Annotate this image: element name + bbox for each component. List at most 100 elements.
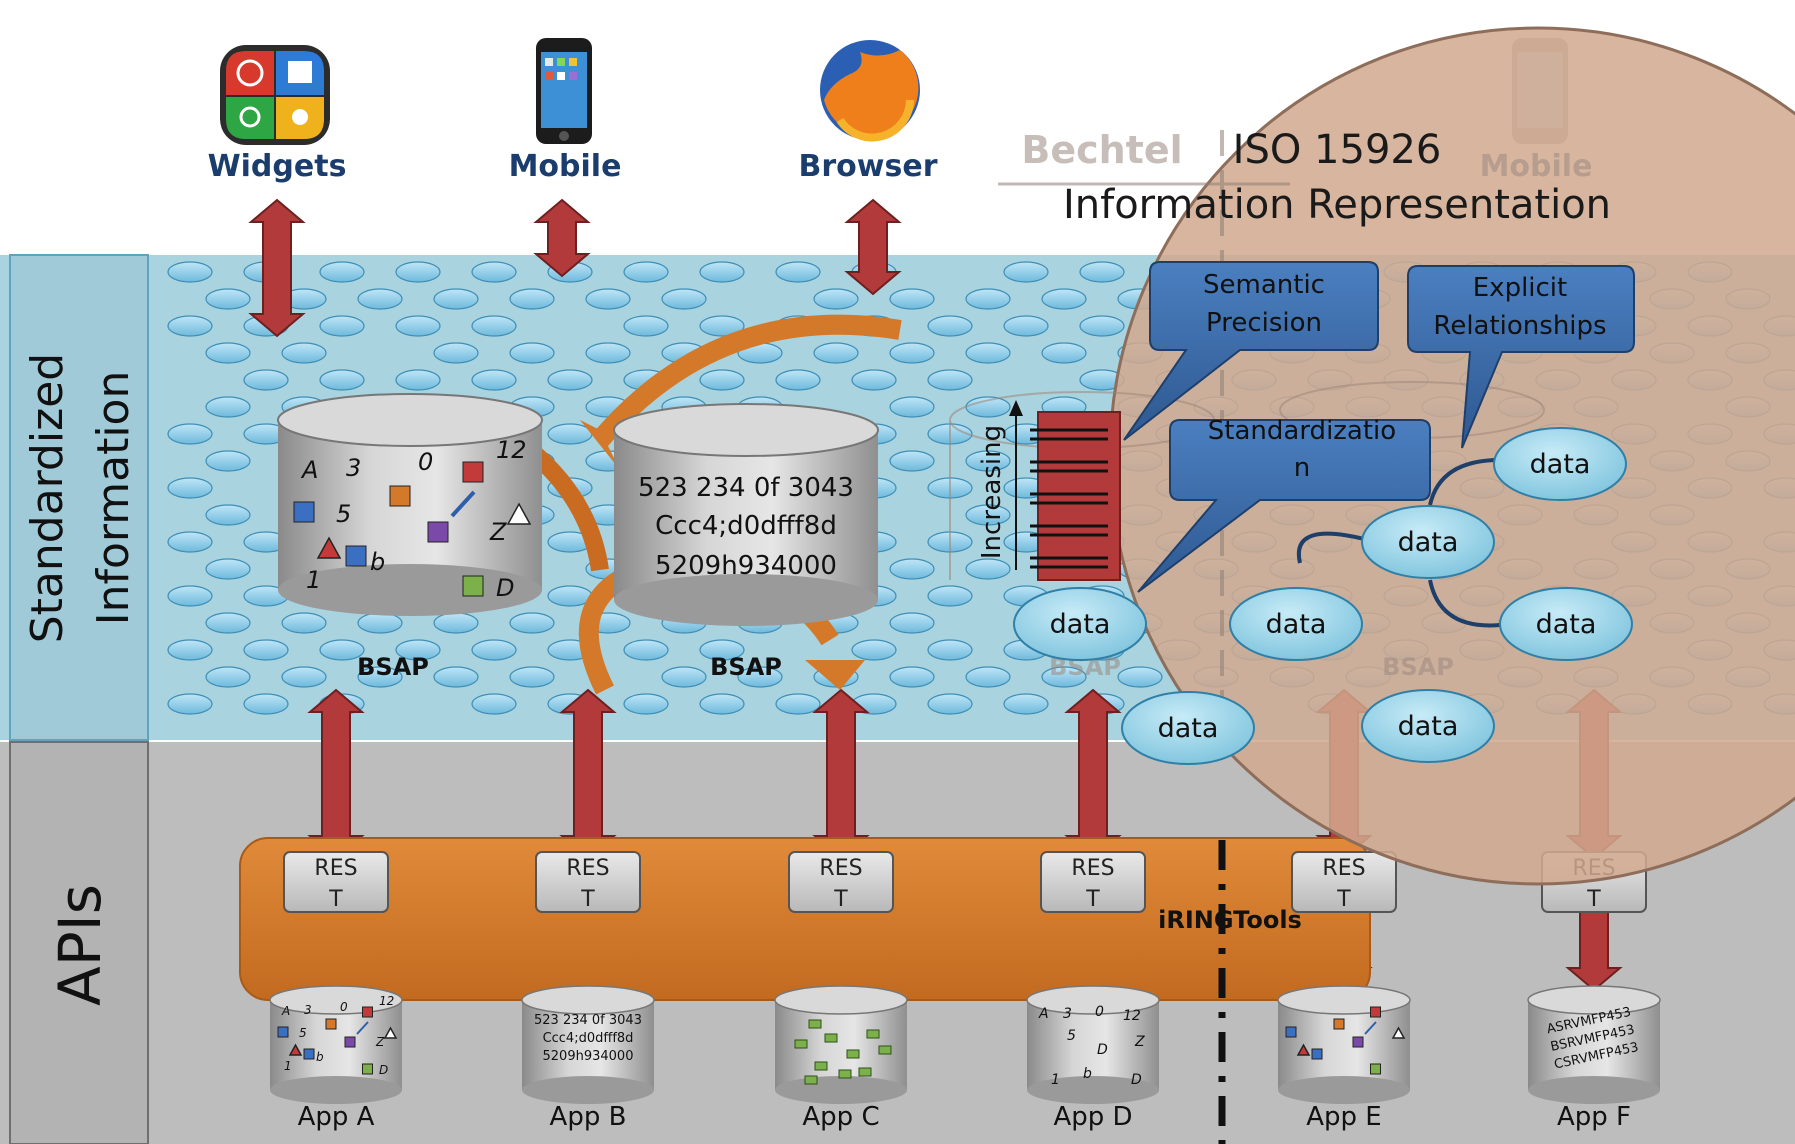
data-node-shape <box>1499 587 1633 661</box>
data-node-shape <box>1229 587 1363 661</box>
rest-label-line1: RES <box>1322 856 1365 881</box>
rest-label-line2: T <box>1586 887 1601 912</box>
data-node: data <box>1499 587 1633 661</box>
apis-label: APIs <box>46 884 114 1006</box>
app-label: App A <box>298 1102 375 1132</box>
double-arrow <box>844 198 902 296</box>
rest-label-line2: T <box>328 887 343 912</box>
bubble <box>699 315 745 337</box>
app-db-bottom <box>1528 1076 1660 1104</box>
callout-semantic-line2: Precision <box>1206 308 1322 338</box>
bubble <box>965 666 1011 688</box>
symbol-shape <box>362 1006 373 1018</box>
callout-standard-line2: n <box>1294 453 1310 483</box>
rest-label-line2: T <box>1085 887 1100 912</box>
db-text-line-2: Ccc4;d0dfff8d <box>655 511 837 541</box>
bubble <box>205 558 251 580</box>
bubble <box>585 288 631 310</box>
double-arrow-shape <box>533 198 591 278</box>
symbol-shape <box>277 1026 289 1038</box>
app-db-bottom <box>270 1076 402 1104</box>
bubble <box>167 261 213 283</box>
data-node-label: data <box>1158 713 1219 744</box>
bubble <box>889 396 935 418</box>
bubble <box>471 639 517 661</box>
double-arrow <box>248 198 306 338</box>
bubble <box>243 369 289 391</box>
bubble <box>661 288 707 310</box>
symbol-glyph: A <box>300 456 318 484</box>
symbol-glyph: D <box>379 1063 388 1077</box>
bubble <box>623 315 669 337</box>
app-db-glyph: D <box>1097 1042 1108 1058</box>
bubble <box>927 693 973 715</box>
double-arrow-shape <box>248 198 306 338</box>
data-node-shape <box>1361 505 1495 579</box>
symbol-shape <box>288 1043 303 1056</box>
increasing-arrow-head <box>1009 400 1023 416</box>
app-db-glyph: b <box>1083 1066 1092 1082</box>
bubble <box>471 693 517 715</box>
bubble <box>965 558 1011 580</box>
rest-label-line2: T <box>833 887 848 912</box>
symbol-shape <box>362 1063 373 1075</box>
bubble <box>927 315 973 337</box>
app-db-top <box>1277 985 1411 1015</box>
bubble <box>395 639 441 661</box>
bubble <box>205 450 251 472</box>
app-label: App B <box>550 1102 627 1132</box>
symbol-shape <box>1296 1043 1311 1056</box>
increasing-indicator: Increasing <box>977 400 1121 581</box>
bubble <box>205 288 251 310</box>
app-db-glyph: 5 <box>1067 1028 1076 1044</box>
symbol-glyph: b <box>370 548 385 576</box>
symbol-shape <box>1370 1006 1381 1018</box>
data-node: data <box>1121 691 1255 765</box>
symbol-shape <box>1370 1063 1381 1075</box>
app-db-body <box>270 1000 402 1090</box>
bubble <box>1041 342 1087 364</box>
bubble <box>205 666 251 688</box>
callout-standard-line1: Standardizatio <box>1208 416 1396 446</box>
symbol-shape <box>1285 1026 1297 1038</box>
data-node-label: data <box>1536 609 1597 640</box>
bubble <box>1079 315 1125 337</box>
iringtools-label: iRINGTools <box>1158 906 1302 934</box>
widgets-icon <box>220 45 330 145</box>
data-node-label: data <box>1530 449 1591 480</box>
bubble <box>737 666 783 688</box>
bsap-label-1: BSAP <box>357 653 429 681</box>
app-db-body <box>1027 1000 1159 1090</box>
bubble <box>965 288 1011 310</box>
symbol-shape <box>303 1048 315 1060</box>
bubble <box>889 666 935 688</box>
symbol-glyph: 12 <box>379 994 394 1008</box>
symbol-shape <box>427 521 449 543</box>
flow-arrow-mid <box>524 443 609 572</box>
app-db-top <box>1026 985 1160 1015</box>
db-text-line-1: 523 234 0f 3043 <box>638 473 854 503</box>
app-db-top <box>774 985 908 1015</box>
data-node: data <box>1493 427 1627 501</box>
bubble <box>889 558 935 580</box>
bubble <box>813 288 859 310</box>
app-db-glyph: Z <box>1134 1034 1145 1050</box>
bubble <box>319 261 365 283</box>
standardized-label-line1: Standardized <box>22 353 73 644</box>
bubble <box>281 612 327 634</box>
bubble <box>927 639 973 661</box>
bubble <box>1041 666 1087 688</box>
app-db-marker <box>814 1061 828 1071</box>
symbol-glyph: 5 <box>299 1026 307 1040</box>
symbol-shape <box>506 502 532 525</box>
symbol-glyph: D <box>496 574 514 602</box>
mobile-phone-icon <box>536 38 592 144</box>
bubble <box>205 612 251 634</box>
bubble <box>281 342 327 364</box>
app-db-body <box>1528 1000 1660 1090</box>
rest-box-frame <box>1040 851 1146 913</box>
